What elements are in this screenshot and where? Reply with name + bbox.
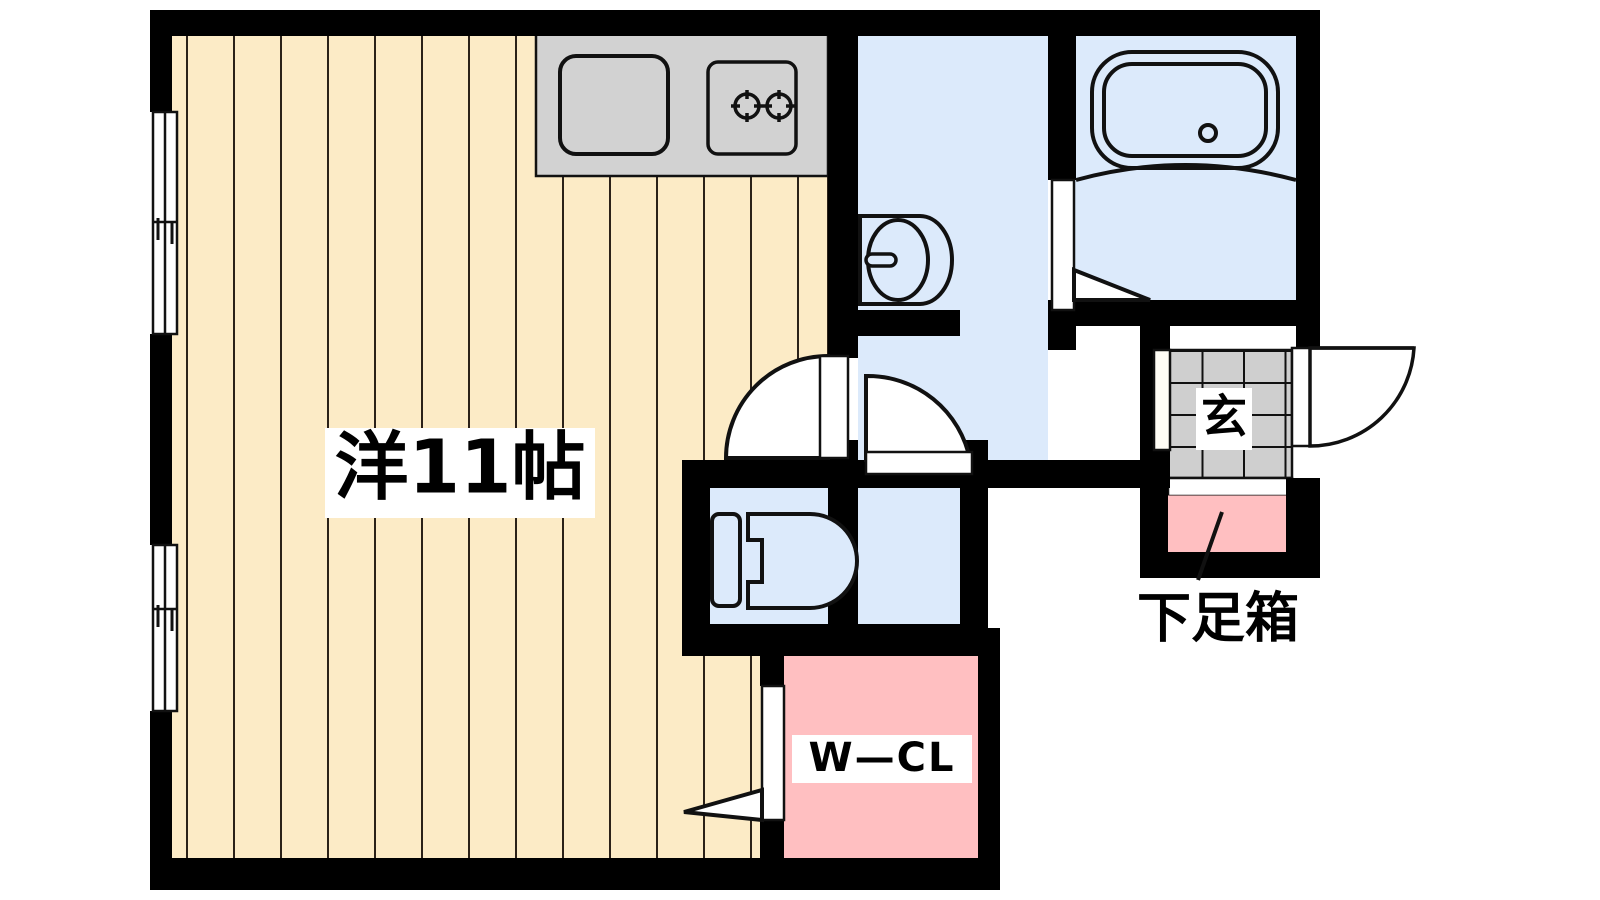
openings [151, 110, 1416, 823]
fixtures [558, 50, 1297, 610]
genkan-frame-right [1290, 346, 1312, 448]
genkan-label-text: 玄 [1201, 390, 1247, 444]
wall-toilet-right [960, 460, 988, 656]
wall-genkan-left [1140, 478, 1168, 578]
shoebox-label-text: 下足箱 [1137, 587, 1299, 650]
wall-wcl-bottom [760, 858, 1000, 890]
window-left-upper-icon [151, 110, 179, 336]
kitchen-sink-icon [558, 54, 670, 156]
wall-toilet-left [682, 460, 710, 656]
window-left-lower-icon [151, 543, 179, 713]
wcl-label-text: W—CL [809, 735, 956, 781]
labels: 洋11帖 玄 W—CL 下足箱 [325, 388, 1299, 783]
main-room-label: 洋11帖 [325, 425, 595, 518]
wall-top-mid [848, 10, 1084, 36]
wcl-label: W—CL [792, 735, 972, 783]
wall-basin-base [848, 310, 960, 336]
wall-bath-bottom [1048, 300, 1320, 326]
wall-genkan-bottom [1140, 552, 1320, 578]
genkan-step [1166, 476, 1294, 498]
door-hall-hinged-icon [864, 373, 974, 476]
bathtub-icon [1075, 50, 1297, 182]
main-room-label-text: 洋11帖 [335, 425, 586, 511]
wall-wcl-left-a [760, 628, 784, 686]
genkan-frame-left [1152, 348, 1172, 452]
entrance-door-icon [1308, 346, 1416, 448]
wall-room-right-upper [828, 10, 858, 358]
washbasin-icon [858, 214, 954, 306]
door-wcl-folding-icon [683, 684, 786, 823]
wall-left-a [150, 10, 172, 112]
wall-wcl-right [978, 628, 1000, 876]
door-bath-folding-icon [1050, 178, 1151, 312]
walls [150, 10, 1320, 890]
wall-hall-bottom [988, 460, 1168, 488]
gas-stove-icon [706, 60, 798, 156]
wall-wash-bath-upper [1048, 28, 1076, 180]
wall-right-upper [1296, 10, 1320, 350]
wall-left-b [150, 334, 172, 545]
toilet-icon [710, 512, 859, 610]
wall-right-lower [1286, 478, 1320, 564]
genkan-label: 玄 [1196, 388, 1252, 450]
shoe-box [1163, 495, 1287, 553]
wall-left-c [150, 711, 172, 890]
wall-wcl-top [760, 628, 1000, 654]
door-room-hinged-icon [723, 353, 850, 460]
wall-top-right [1084, 10, 1320, 36]
wall-top-left [150, 10, 848, 36]
shoebox-leader-line [1196, 511, 1224, 581]
shoebox-label: 下足箱 [1137, 511, 1299, 650]
